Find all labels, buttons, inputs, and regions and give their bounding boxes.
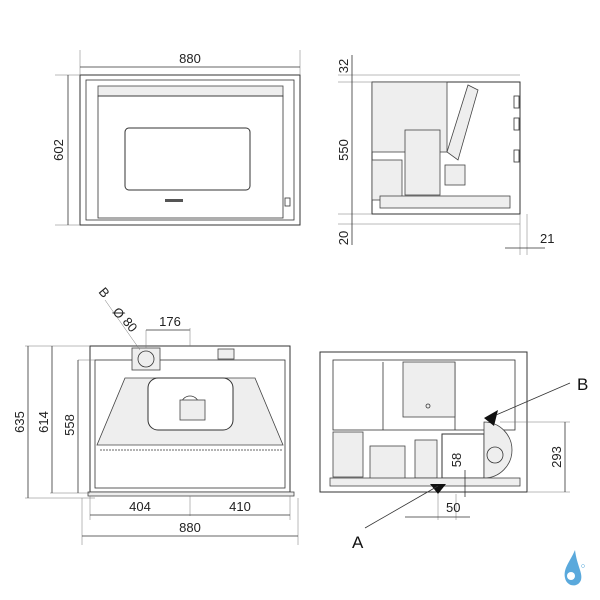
side-view: 32 550 20 21 — [336, 55, 554, 255]
water-drop-logo-icon — [564, 550, 585, 586]
point-a-label: A — [352, 533, 364, 552]
back-right-width-dim: 410 — [229, 499, 251, 514]
side-bottom-dim: 20 — [336, 231, 351, 245]
flue-diameter-dim: 80 — [120, 314, 141, 335]
bottom-view: B A 58 50 293 — [319, 351, 588, 552]
back-left-width-dim: 404 — [129, 499, 151, 514]
side-height-dim: 550 — [336, 139, 351, 161]
flue-b-label: B — [96, 284, 113, 300]
back-height-total-dim: 635 — [12, 411, 27, 433]
back-height-inner-dim: 558 — [62, 414, 77, 436]
back-view: B Ø 80 176 635 614 558 404 410 880 — [12, 284, 299, 545]
dim-50: 50 — [446, 500, 460, 515]
front-height-dim: 602 — [51, 139, 66, 161]
back-height-mid-dim: 614 — [36, 411, 51, 433]
front-view: 880 602 — [51, 50, 301, 226]
front-width-dim: 880 — [179, 51, 201, 66]
dim-58: 58 — [449, 453, 464, 467]
back-width-dim: 880 — [179, 520, 201, 535]
flue-offset-dim: 176 — [159, 314, 181, 329]
side-depth-dim: 21 — [540, 231, 554, 246]
dim-293: 293 — [549, 446, 564, 468]
point-b-label: B — [577, 375, 588, 394]
side-top-dim: 32 — [336, 59, 351, 73]
